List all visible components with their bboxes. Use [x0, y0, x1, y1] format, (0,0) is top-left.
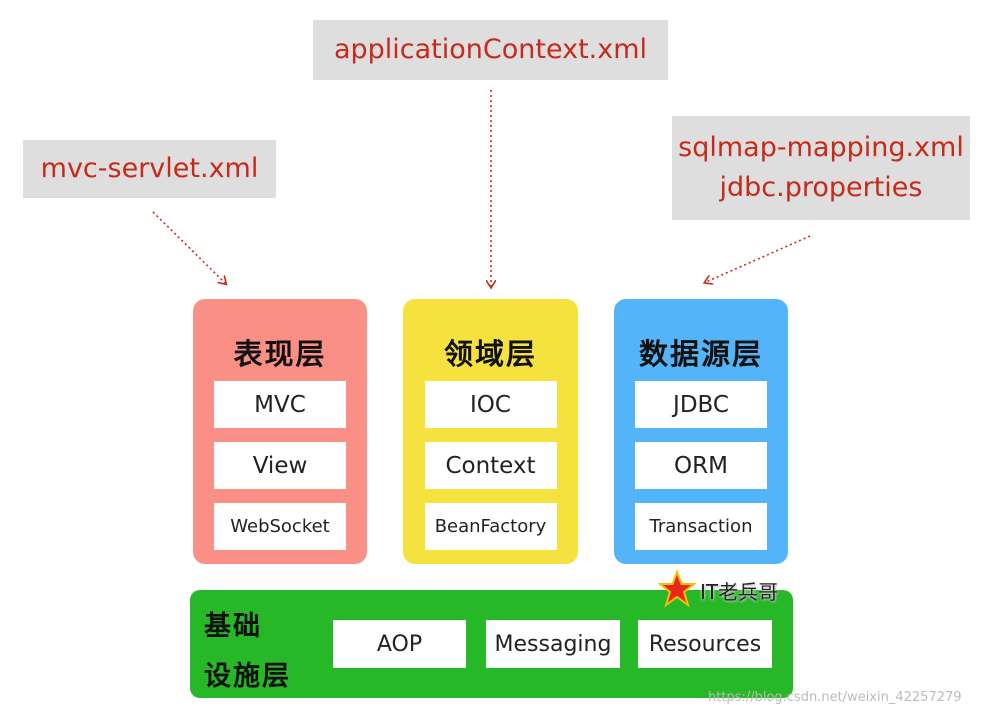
domain-item-ioc: IOC: [424, 381, 557, 428]
sqlmap-mapping-label: sqlmap-mapping.xml: [678, 131, 964, 163]
application-context-box: applicationContext.xml: [313, 20, 668, 80]
infrastructure-title-line1: 基础: [204, 611, 262, 642]
star-icon: [658, 570, 696, 608]
presentation-item-mvc: MVC: [214, 381, 346, 428]
datasource-item-orm: ORM: [635, 442, 767, 489]
domain-layer-title: 领域层: [443, 337, 537, 371]
datasource-item-transaction: Transaction: [635, 503, 767, 550]
domain-item-beanfactory: BeanFactory: [424, 503, 557, 550]
infrastructure-item-aop: AOP: [333, 620, 466, 668]
datasource-layer: 数据源层 JDBC ORM Transaction: [614, 299, 788, 564]
presentation-layer-title: 表现层: [233, 337, 327, 371]
presentation-layer: 表现层 MVC View WebSocket: [193, 299, 367, 564]
domain-item-context: Context: [424, 442, 557, 489]
application-context-label: applicationContext.xml: [333, 33, 648, 65]
infrastructure-layer-title: 基础 设施层: [204, 602, 291, 702]
presentation-item-view: View: [214, 442, 346, 489]
author-mark: IT老兵哥: [700, 580, 779, 604]
arrow-mvc-to-presentation: [152, 211, 225, 283]
infrastructure-item-resources: Resources: [638, 620, 772, 668]
datasource-layer-title: 数据源层: [638, 337, 763, 371]
watermark: https://blog.csdn.net/weixin_42257279: [708, 690, 962, 705]
datasource-item-jdbc: JDBC: [635, 381, 767, 428]
domain-layer: 领域层 IOC Context BeanFactory: [403, 299, 578, 564]
infrastructure-title-line2: 设施层: [204, 661, 291, 692]
presentation-item-websocket: WebSocket: [214, 503, 346, 550]
jdbc-properties-label: jdbc.properties: [719, 172, 923, 203]
datasource-config-box: sqlmap-mapping.xml jdbc.properties: [672, 116, 970, 220]
mvc-servlet-box: mvc-servlet.xml: [23, 140, 276, 198]
arrow-sqlmap-to-datasource: [706, 235, 811, 282]
infrastructure-item-messaging: Messaging: [486, 620, 620, 668]
infrastructure-layer: 基础 设施层 AOP Messaging Resources: [190, 590, 793, 698]
mvc-servlet-label: mvc-servlet.xml: [40, 152, 259, 184]
